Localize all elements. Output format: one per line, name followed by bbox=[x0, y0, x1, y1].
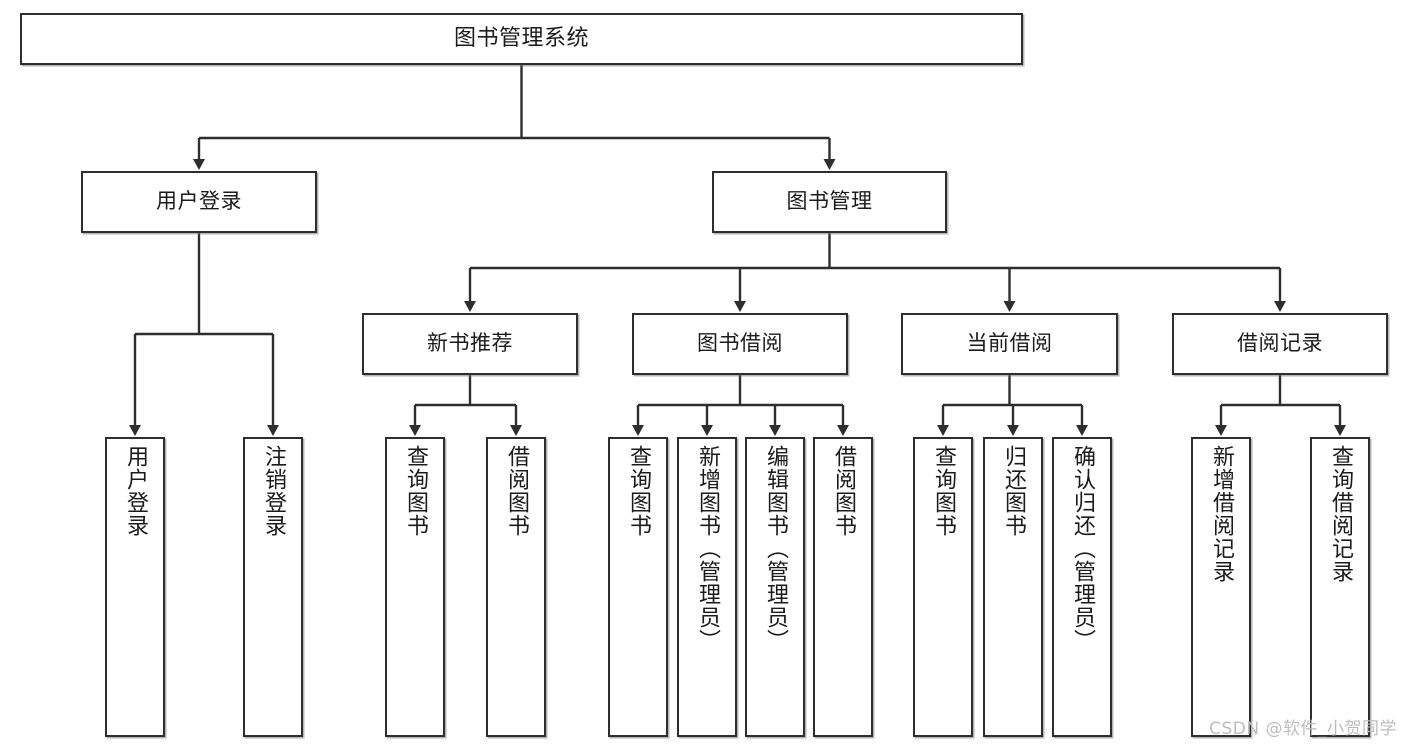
node-leaf-query-book-2[interactable]: 查询图书 bbox=[608, 437, 668, 737]
node-borrow-record[interactable]: 借阅记录 bbox=[1172, 313, 1388, 375]
node-label: 查询图书 bbox=[931, 445, 956, 537]
node-label: 新增借阅记录 bbox=[1209, 445, 1234, 583]
node-label: 查询图书 bbox=[626, 445, 651, 537]
node-leaf-add-book[interactable]: 新增图书（管理员） bbox=[677, 437, 737, 737]
node-leaf-user-login[interactable]: 用户登录 bbox=[105, 437, 165, 737]
node-label: 图书管理 bbox=[786, 189, 873, 214]
node-label: 确认归还（管理员） bbox=[1070, 445, 1095, 652]
node-leaf-return-book[interactable]: 归还图书 bbox=[983, 437, 1043, 737]
node-label: 新增图书（管理员） bbox=[695, 445, 720, 652]
node-label: 归还图书 bbox=[1001, 445, 1026, 537]
node-current-borrow[interactable]: 当前借阅 bbox=[901, 313, 1118, 375]
node-label: 查询图书 bbox=[403, 445, 428, 537]
node-leaf-add-record[interactable]: 新增借阅记录 bbox=[1191, 437, 1251, 737]
node-label: 当前借阅 bbox=[966, 331, 1053, 356]
node-label: 用户登录 bbox=[123, 445, 148, 537]
node-leaf-query-book-1[interactable]: 查询图书 bbox=[385, 437, 445, 737]
node-book-manage[interactable]: 图书管理 bbox=[712, 171, 947, 233]
watermark: CSDN @软件_小贺同学 bbox=[1209, 719, 1397, 739]
node-label: 借阅图书 bbox=[831, 445, 856, 537]
node-label: 图书借阅 bbox=[697, 331, 783, 356]
node-new-book-rec[interactable]: 新书推荐 bbox=[362, 313, 578, 375]
node-leaf-query-book-3[interactable]: 查询图书 bbox=[913, 437, 973, 737]
node-leaf-borrow-book-1[interactable]: 借阅图书 bbox=[486, 437, 546, 737]
node-label: 借阅图书 bbox=[504, 445, 529, 537]
node-label: 借阅记录 bbox=[1237, 331, 1323, 356]
node-label: 图书管理系统 bbox=[453, 25, 589, 51]
node-label: 注销登录 bbox=[261, 445, 286, 537]
node-leaf-query-record[interactable]: 查询借阅记录 bbox=[1310, 437, 1370, 737]
node-leaf-edit-book[interactable]: 编辑图书（管理员） bbox=[745, 437, 805, 737]
node-label: 查询借阅记录 bbox=[1328, 445, 1353, 583]
node-label: 新书推荐 bbox=[427, 331, 513, 356]
node-leaf-confirm-return[interactable]: 确认归还（管理员） bbox=[1052, 437, 1112, 737]
node-book-borrow[interactable]: 图书借阅 bbox=[632, 313, 848, 375]
node-label: 编辑图书（管理员） bbox=[763, 445, 788, 652]
node-user-login[interactable]: 用户登录 bbox=[81, 171, 317, 233]
node-leaf-logout[interactable]: 注销登录 bbox=[243, 437, 303, 737]
node-root[interactable]: 图书管理系统 bbox=[20, 13, 1023, 65]
node-leaf-borrow-book-2[interactable]: 借阅图书 bbox=[813, 437, 873, 737]
node-label: 用户登录 bbox=[156, 189, 242, 214]
